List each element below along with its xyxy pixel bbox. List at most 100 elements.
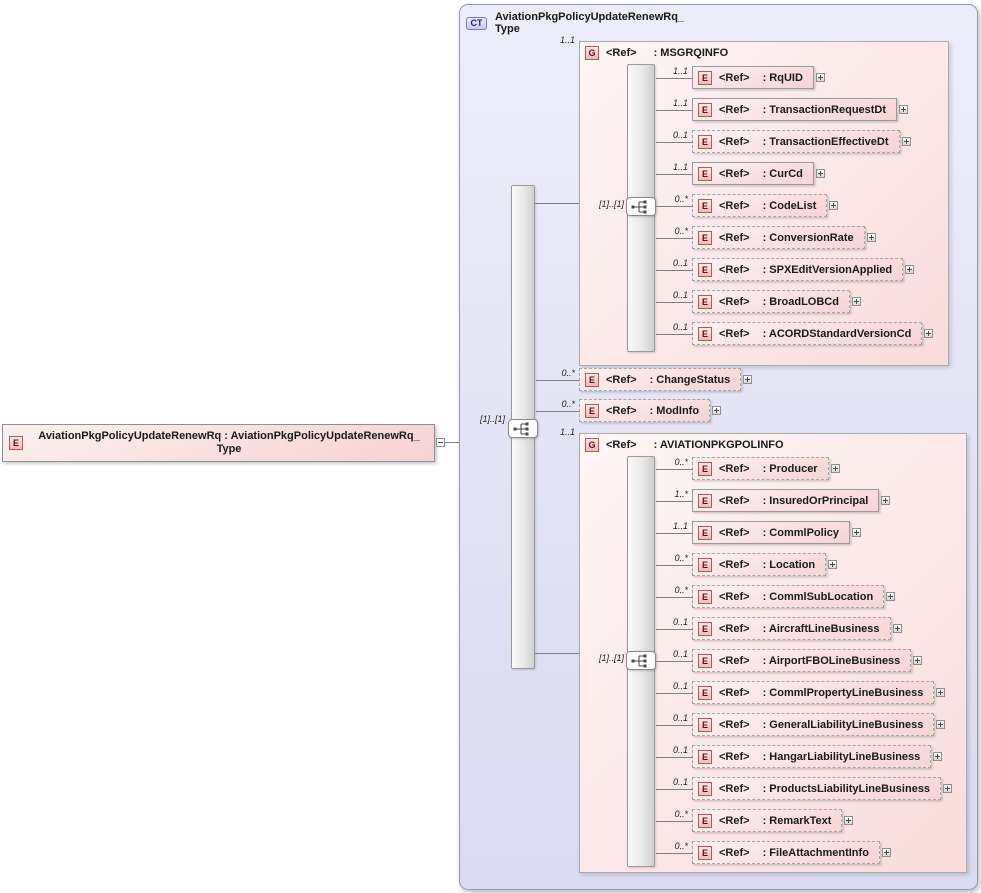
cardinality-label: 0..* <box>674 841 688 851</box>
element-icon: E <box>698 70 712 85</box>
element-box-curcd[interactable]: 1..1 E <Ref> : CurCd <box>656 162 825 185</box>
root-element-box[interactable]: E AviationPkgPolicyUpdateRenewRq : Aviat… <box>2 424 435 462</box>
cardinality-label: 0..* <box>674 809 688 819</box>
element-name: : SPXEditVersionApplied <box>762 263 893 276</box>
element-box-fileattachmentinfo[interactable]: 0..* E <Ref> : FileAttachmentInfo <box>656 841 891 864</box>
complex-type-icon: CT <box>466 16 487 30</box>
expand-icon[interactable] <box>881 847 891 857</box>
expand-icon[interactable] <box>901 136 911 146</box>
compositor-cardinality: [1]..[1] <box>598 199 624 209</box>
element-name: : CodeList <box>762 199 817 212</box>
ref-label: <Ref> <box>719 327 750 340</box>
group-msgrqinfo[interactable]: G <Ref> : MSGRQINFO [1]..[1] 1..1 E <Ref… <box>579 41 949 366</box>
element-name: : ChangeStatus <box>649 373 731 386</box>
cardinality-label: 0..1 <box>672 777 688 787</box>
sequence-glyph <box>631 200 647 213</box>
element-box-generalliabilitylinebusiness[interactable]: 0..1 E <Ref> : GeneralLiabilityLineBusin… <box>655 713 946 736</box>
element-box-transactionrequestdt[interactable]: 1..1 E <Ref> : TransactionRequestDt <box>655 98 909 121</box>
element-box-modinfo[interactable]: 0..* E <Ref> : ModInfo <box>535 399 722 422</box>
sequence-compositor-icon[interactable] <box>626 651 656 670</box>
expand-icon[interactable] <box>844 815 854 825</box>
compositor-cardinality: [1]..[1] <box>479 414 505 424</box>
element-icon: E <box>585 403 599 418</box>
element-box-commlpolicy[interactable]: 1..1 E <Ref> : CommlPolicy <box>656 521 861 544</box>
expand-icon[interactable] <box>905 264 915 274</box>
element-icon: E <box>698 102 712 117</box>
element-box-codelist[interactable]: 0..* E <Ref> : CodeList <box>655 194 839 217</box>
expand-icon[interactable] <box>866 232 876 242</box>
ref-label: <Ref> <box>719 103 750 116</box>
element-box-productsliabilitylinebusiness[interactable]: 0..1 E <Ref> : ProductsLiabilityLineBusi… <box>655 777 953 800</box>
element-name: : RemarkText <box>762 814 832 827</box>
element-icon: E <box>698 589 712 604</box>
element-box-hangarliabilitylinebusiness[interactable]: 0..1 E <Ref> : HangarLiabilityLineBusine… <box>655 745 943 768</box>
element-box-insuredorprincipal[interactable]: 1..* E <Ref> : InsuredOrPrincipal <box>655 489 891 512</box>
element-name: : Producer <box>762 462 818 475</box>
element-box-broadlobcd[interactable]: 0..1 E <Ref> : BroadLOBCd <box>656 290 861 313</box>
element-box-remarktext[interactable]: 0..* E <Ref> : RemarkText <box>655 809 854 832</box>
element-icon: E <box>698 749 712 764</box>
expand-icon[interactable] <box>828 559 838 569</box>
expand-icon[interactable] <box>886 591 896 601</box>
expand-icon[interactable] <box>933 751 943 761</box>
expand-icon[interactable] <box>913 655 923 665</box>
element-box-airportfbolinebusiness[interactable]: 0..1 E <Ref> : AirportFBOLineBusiness <box>655 649 923 672</box>
element-name: : ProductsLiabilityLineBusiness <box>762 782 931 795</box>
element-icon: E <box>698 134 712 149</box>
element-name: : CommlPolicy <box>762 526 839 539</box>
element-name: : FileAttachmentInfo <box>762 846 869 859</box>
sequence-compositor-icon[interactable] <box>508 419 538 438</box>
element-box-commlpropertylinebusiness[interactable]: 0..1 E <Ref> : CommlPropertyLineBusiness <box>655 681 946 704</box>
element-box-aircraftlinebusiness[interactable]: 0..1 E <Ref> : AircraftLineBusiness <box>656 617 902 640</box>
element-box-spxeditversionapplied[interactable]: 0..1 E <Ref> : SPXEditVersionApplied <box>655 258 915 281</box>
element-icon: E <box>9 436 23 450</box>
compositor-cardinality: [1]..[1] <box>598 653 624 663</box>
element-icon: E <box>698 525 712 540</box>
expand-icon[interactable] <box>743 374 753 384</box>
element-name: : ModInfo <box>649 404 700 417</box>
element-box-transactioneffectivedt[interactable]: 0..1 E <Ref> : TransactionEffectiveDt <box>656 130 911 153</box>
ref-label: <Ref> <box>606 47 637 59</box>
element-name: : TransactionEffectiveDt <box>762 135 889 148</box>
expand-icon[interactable] <box>892 623 902 633</box>
expand-icon[interactable] <box>815 168 825 178</box>
element-name: : BroadLOBCd <box>762 295 839 308</box>
cardinality-label: 0..1 <box>672 322 688 332</box>
expand-icon[interactable] <box>936 687 946 697</box>
expand-icon[interactable] <box>815 72 825 82</box>
element-box-changestatus[interactable]: 0..* E <Ref> : ChangeStatus <box>535 368 753 391</box>
sequence-glyph <box>513 422 529 435</box>
group-header: G <Ref> : MSGRQINFO <box>585 46 728 60</box>
element-box-producer[interactable]: 0..* E <Ref> : Producer <box>656 457 840 480</box>
element-icon: E <box>585 372 599 387</box>
expand-icon[interactable] <box>712 405 722 415</box>
element-box-rquid[interactable]: 1..1 E <Ref> : RqUID <box>656 66 825 89</box>
expand-icon[interactable] <box>924 328 934 338</box>
element-box-conversionrate[interactable]: 0..* E <Ref> : ConversionRate <box>656 226 876 249</box>
element-box-location[interactable]: 0..* E <Ref> : Location <box>655 553 838 576</box>
cardinality-label: 0..* <box>674 226 688 236</box>
expand-icon[interactable] <box>830 463 840 473</box>
ref-label: <Ref> <box>719 654 750 667</box>
ref-label: <Ref> <box>719 846 750 859</box>
expand-icon[interactable] <box>851 296 861 306</box>
cardinality-label: 0..1 <box>672 649 688 659</box>
element-icon: E <box>698 326 712 341</box>
complex-type-container[interactable]: CT AviationPkgPolicyUpdateRenewRq_ Type … <box>459 4 978 890</box>
expand-icon[interactable] <box>943 783 953 793</box>
expand-icon[interactable] <box>881 495 891 505</box>
expand-icon[interactable] <box>851 527 861 537</box>
cardinality-label: 1..1 <box>672 98 688 108</box>
element-name: : CommlPropertyLineBusiness <box>762 686 924 699</box>
sequence-compositor-icon[interactable] <box>626 197 656 216</box>
group-aviationpkgpolinfo[interactable]: G <Ref> : AVIATIONPKGPOLINFO [1]..[1] 0.… <box>579 433 967 873</box>
element-box-commlsublocation[interactable]: 0..* E <Ref> : CommlSubLocation <box>655 585 896 608</box>
cardinality-label: 0..1 <box>672 713 688 723</box>
expand-icon[interactable] <box>829 200 839 210</box>
element-box-acordstandardversioncd[interactable]: 0..1 E <Ref> : ACORDStandardVersionCd <box>655 322 934 345</box>
element-icon: E <box>698 653 712 668</box>
expand-icon[interactable] <box>936 719 946 729</box>
cardinality-label: 0..1 <box>672 130 688 140</box>
expand-icon[interactable] <box>899 104 909 114</box>
collapse-handle[interactable] <box>436 438 445 447</box>
